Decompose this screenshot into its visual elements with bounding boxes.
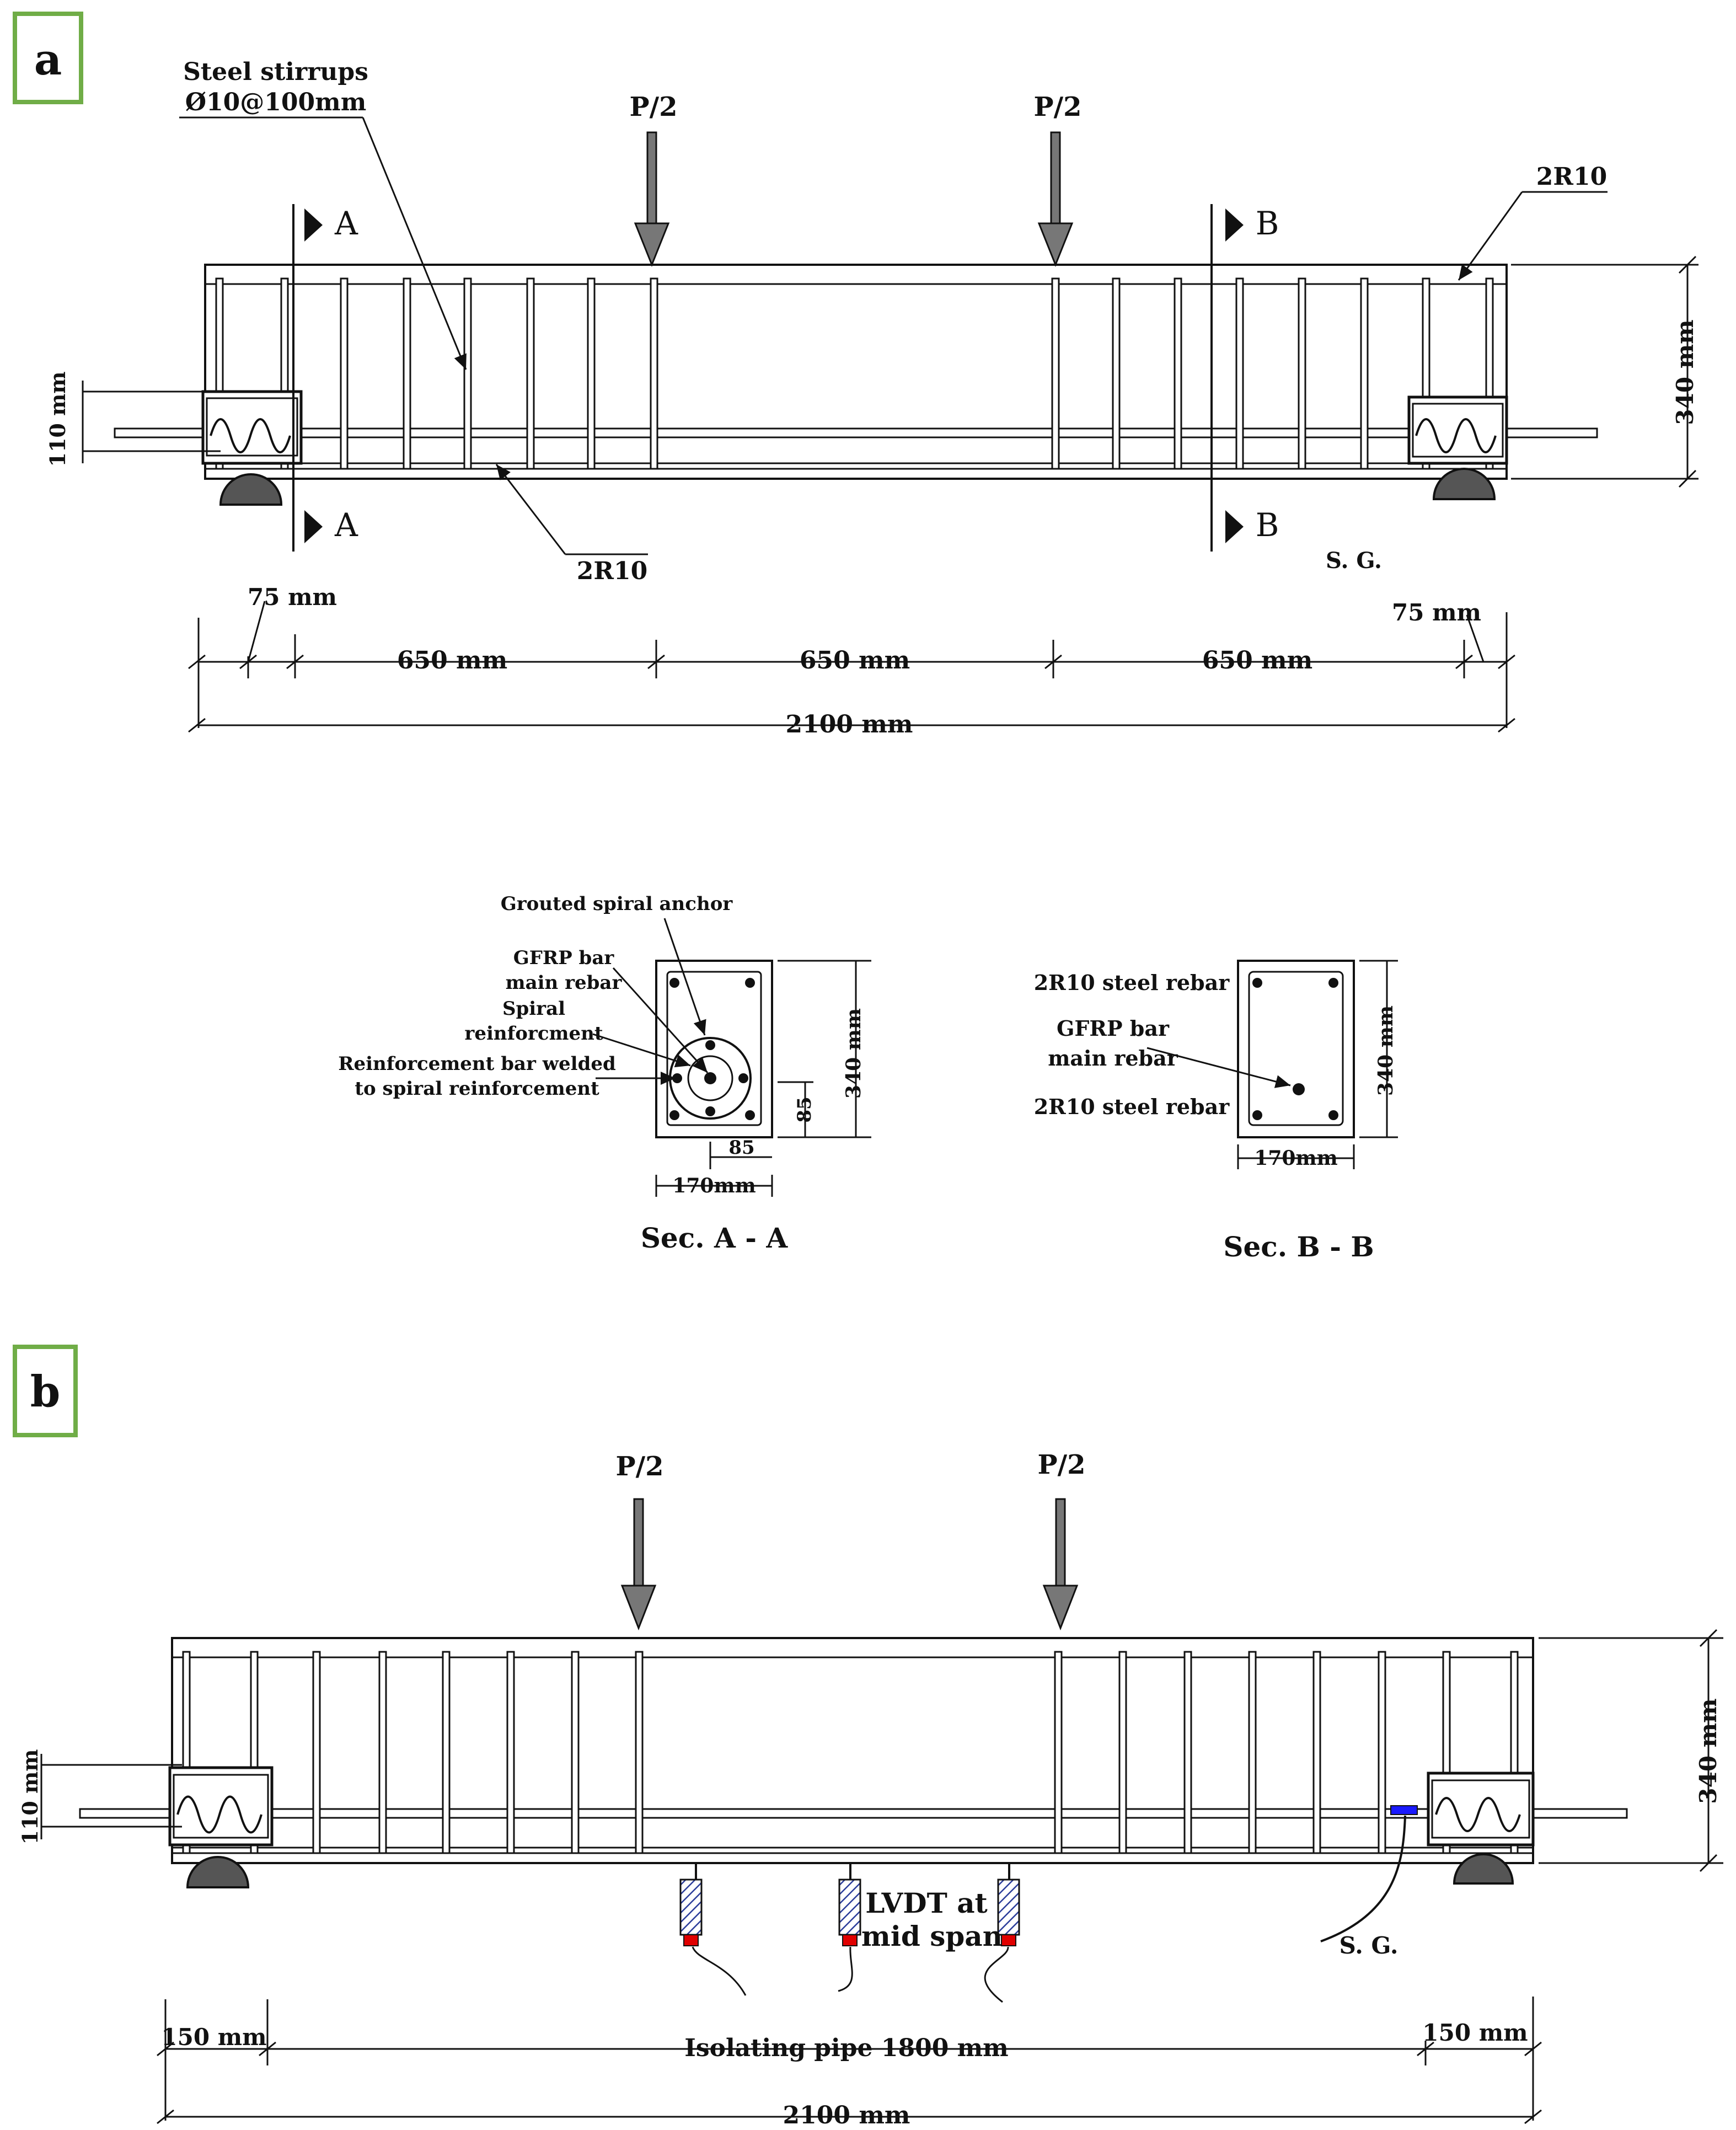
spiral-label-1: Spiral [502, 998, 565, 1020]
stirrups-label-2: Ø10@100mm [185, 88, 367, 116]
pipe-label-b: Isolating pipe 1800 mm [684, 2034, 1009, 2062]
load-arrow-right-a [1037, 131, 1074, 267]
bottom-bar-label-a: 2R10 [577, 557, 647, 585]
lvdt-2 [838, 1863, 861, 1992]
lvdt-label-2: mid span [861, 1920, 1003, 1952]
section-aa-outline [655, 960, 773, 1138]
span-dimensions-b [157, 1997, 1542, 2124]
load-arrow-left-b [620, 1498, 657, 1631]
section-bb-height: 340 mm [1374, 1005, 1397, 1096]
bottom-bar-arrow-a [495, 464, 566, 555]
stirrups-leader-arrow [362, 117, 467, 370]
strain-gauge-label-a: S. G. [1326, 548, 1382, 574]
section-cut-a [292, 204, 323, 552]
gfrp-label-2: main rebar [506, 972, 623, 994]
gfrp-bar-bb [1293, 1083, 1305, 1095]
section-b-bottom-label: B [1256, 506, 1279, 544]
panel-b: b [13, 1345, 1723, 2129]
panel-a-tag: a [34, 35, 62, 85]
section-bb: 2R10 steel rebar GFRP bar main rebar 2R1… [1034, 960, 1398, 1263]
strain-gauge-label-b: S. G. [1339, 1932, 1398, 1959]
section-aa: Grouted spiral anchor GFRP bar main reba… [338, 893, 871, 1254]
height-dimension-a [1511, 255, 1699, 488]
load-label-left-b: P/2 [615, 1451, 663, 1482]
section-bb-bottom-label: 2R10 steel rebar [1034, 1094, 1230, 1119]
height-label-b: 340 mm [1695, 1698, 1722, 1803]
height-dimension-b [1539, 1629, 1723, 1872]
section-bb-top-label: 2R10 steel rebar [1034, 970, 1230, 995]
anchor-label-b: 110 mm [18, 1749, 42, 1845]
spiral-anchor-left-a [201, 390, 303, 465]
stirrups-a [215, 277, 1494, 470]
section-a-bottom-label: A [334, 506, 358, 544]
anchor-dimension-a [82, 381, 221, 463]
spiral-label-2: reinforcment [464, 1023, 603, 1045]
lvdt-label-1: LVDT at [865, 1887, 987, 1919]
span3-label-a: 650 mm [1202, 646, 1312, 675]
beam-a [114, 264, 1598, 480]
beam-b [79, 1637, 1628, 1864]
support-left-a [219, 473, 283, 506]
section-aa-width: 170mm [672, 1174, 756, 1197]
span2-label-a: 650 mm [800, 646, 910, 675]
end-right-label-b: 150 mm [1422, 2019, 1528, 2046]
load-arrow-right-b [1042, 1498, 1079, 1631]
end-left-label-a: 75 mm [248, 584, 337, 611]
spiral-anchor-right-a [1407, 395, 1508, 465]
weld-label-2: to spiral reinforcement [355, 1078, 599, 1100]
spiral-inner [687, 1055, 733, 1101]
load-label-left-a: P/2 [629, 92, 677, 122]
section-aa-height: 340 mm [842, 1008, 865, 1099]
section-bb-title: Sec. B - B [1223, 1230, 1374, 1263]
spiral-anchor-right-b [1427, 1772, 1535, 1847]
section-aa-85v: 85 [794, 1096, 816, 1122]
panel-a-tag-box [13, 12, 83, 104]
anchor-label-a: 110 mm [45, 372, 70, 467]
section-aa-85h: 85 [728, 1137, 754, 1159]
stirrups-label-1: Steel stirrups [183, 58, 368, 86]
span-dimensions-a [188, 601, 1515, 733]
strain-gauge-b [1390, 1805, 1418, 1815]
load-label-right-a: P/2 [1033, 92, 1081, 122]
gfrp-label-1: GFRP bar [513, 947, 615, 969]
top-bar-label-a: 2R10 [1536, 163, 1607, 191]
end-right-label-a: 75 mm [1392, 599, 1481, 626]
load-arrow-left-a [634, 131, 670, 267]
spiral-anchor-left-b [168, 1766, 274, 1847]
weld-label-1: Reinforcement bar welded [338, 1053, 616, 1075]
stirrups-b [182, 1651, 1519, 1854]
load-label-right-b: P/2 [1037, 1449, 1085, 1480]
grouted-label: Grouted spiral anchor [501, 893, 733, 915]
support-right-a [1432, 468, 1496, 500]
span1-label-a: 650 mm [397, 646, 507, 675]
anchor-dimension-b [40, 1754, 182, 1839]
support-right-b [1453, 1853, 1514, 1885]
end-left-label-b: 150 mm [161, 2024, 266, 2051]
section-aa-title: Sec. A - A [641, 1222, 789, 1254]
lvdt-3 [984, 1863, 1020, 2003]
section-b-top-label: B [1256, 205, 1279, 242]
strain-gauge-wire-b [1320, 1815, 1406, 1942]
section-bb-gfrp-1: GFRP bar [1057, 1016, 1170, 1041]
total-label-b: 2100 mm [783, 2101, 910, 2129]
section-cut-b [1210, 204, 1244, 552]
total-label-a: 2100 mm [786, 710, 913, 738]
section-bb-width: 170mm [1254, 1147, 1337, 1170]
section-a-top-label: A [334, 205, 358, 242]
panel-b-tag: b [30, 1367, 61, 1417]
support-left-b [186, 1856, 250, 1888]
lvdt-1 [679, 1863, 747, 1996]
panel-a: a [13, 12, 1699, 738]
section-bb-gfrp-2: main rebar [1048, 1046, 1178, 1071]
section-bb-outline [1237, 960, 1355, 1138]
panel-b-tag-box [13, 1345, 78, 1437]
top-bar-arrow-a [1458, 191, 1523, 281]
height-label-a: 340 mm [1671, 319, 1699, 425]
